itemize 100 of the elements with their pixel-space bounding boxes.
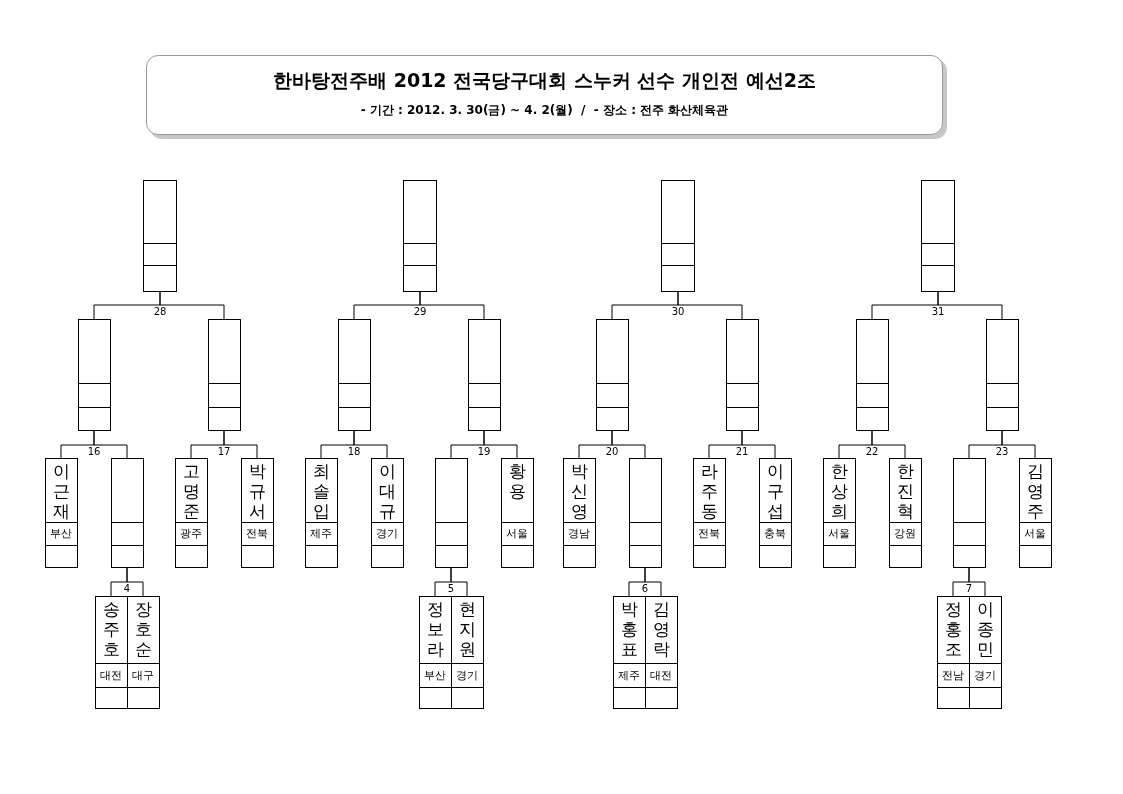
bracket-slot [434,458,468,568]
match-number: 17 [217,446,231,457]
bracket-line [483,430,518,459]
region-label: 서울 [823,522,855,546]
title: 한바탕전주배 2012 전국당구대회 스누커 선수 개인전 예선2조 [272,68,817,93]
region-label: 전북 [693,522,725,546]
player-name: 송주호 [101,599,121,659]
bracket-slot [126,596,160,709]
bracket-slot [240,458,274,568]
bracket-slot [612,596,646,709]
region-label: 제주 [613,663,645,688]
player-name: 박신영 [569,461,589,521]
player-name: 김영주 [1025,461,1045,521]
match-number: 18 [347,446,361,457]
bracket-line [159,291,225,320]
bracket-slot [661,180,695,292]
player-name: 라주동 [699,461,719,521]
bracket-line [611,430,646,459]
match-number: 22 [865,446,879,457]
region-label: 경기 [371,522,403,546]
bracket-line [93,430,128,459]
match-number: 6 [641,583,649,594]
match-number: 21 [735,446,749,457]
bracket-line [419,291,485,320]
match-number: 4 [123,583,131,594]
bracket-slot [562,458,596,568]
player-name: 장호순 [133,599,153,659]
bracket-line [968,567,986,597]
region-label: 강원 [889,522,921,546]
player-name: 이종민 [975,599,995,659]
bracket-slot [418,596,452,709]
bracket-slot [500,458,534,568]
region-label: 전북 [241,522,273,546]
bracket-slot [692,458,726,568]
bracket-slot [936,596,970,709]
bracket-line [741,430,776,459]
region-label: 경기 [451,663,483,688]
bracket-line [126,567,144,597]
player-name: 김영락 [651,599,671,659]
bracket-slot [304,458,338,568]
region-label: 대전 [95,663,127,688]
match-number: 7 [965,583,973,594]
bracket-slot [921,180,955,292]
bracket-slot [968,596,1002,709]
player-name: 현지원 [457,599,477,659]
bracket-slot [77,319,111,431]
region-label: 부산 [45,522,77,546]
bracket-slot [855,319,889,431]
match-number: 28 [153,306,167,317]
player-name: 정홍조 [943,599,963,659]
bracket-line [937,291,1003,320]
bracket-slot [467,319,501,431]
bracket-line [644,567,662,597]
bracket-slot [595,319,629,431]
match-number: 20 [605,446,619,457]
player-name: 박홍표 [619,599,639,659]
bracket-slot [337,319,371,431]
match-number: 29 [413,306,427,317]
bracket-slot [403,180,437,292]
match-number: 23 [995,446,1009,457]
player-name: 이구섭 [765,461,785,521]
bracket-slot [644,596,678,709]
bracket-slot [370,458,404,568]
region-label: 제주 [305,522,337,546]
region-label: 경남 [563,522,595,546]
bracket-line [871,430,906,459]
bracket-line [223,430,258,459]
region-label: 충북 [759,522,791,546]
region-label: 부산 [419,663,451,688]
region-label: 서울 [1019,522,1051,546]
bracket-line [677,291,743,320]
bracket-slot [822,458,856,568]
player-name: 한상희 [829,461,849,521]
bracket-slot [450,596,484,709]
bracket-slot [94,596,128,709]
bracket-slot [44,458,78,568]
bracket-slot [207,319,241,431]
bracket-line [450,567,468,597]
match-number: 31 [931,306,945,317]
bracket-slot [174,458,208,568]
region-label: 광주 [175,522,207,546]
bracket-slot [1018,458,1052,568]
match-number: 16 [87,446,101,457]
player-name: 정보라 [425,599,445,659]
bracket-line [353,430,388,459]
player-name: 고명준 [181,461,201,521]
player-name: 박규서 [247,461,267,521]
subtitle: - 기간 : 2012. 3. 30(금) ~ 4. 2(월) / - 장소 : 전주 화산체육관 [359,102,730,119]
match-number: 30 [671,306,685,317]
player-name: 이근재 [51,461,71,521]
bracket-slot [725,319,759,431]
match-number: 19 [477,446,491,457]
region-label: 서울 [501,522,533,546]
match-number: 5 [447,583,455,594]
bracket-slot [628,458,662,568]
region-label: 대전 [645,663,677,688]
bracket-line [1001,430,1036,459]
region-label: 대구 [127,663,159,688]
bracket-slot [758,458,792,568]
region-label: 전남 [937,663,969,688]
